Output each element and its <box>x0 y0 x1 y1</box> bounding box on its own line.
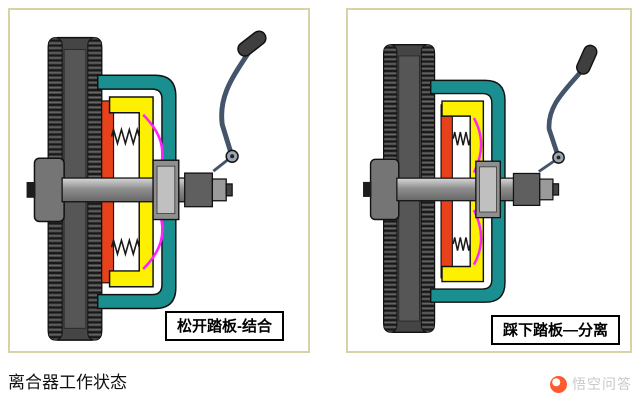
input-shaft <box>396 172 560 207</box>
watermark: 悟空问答 <box>550 374 632 394</box>
clutch-cover <box>430 79 506 303</box>
page-title: 离合器工作状态 <box>8 373 127 392</box>
input-shaft <box>61 172 233 208</box>
pedal-arm <box>546 66 586 155</box>
caption-disengaged: 踩下踏板—分离 <box>490 315 620 345</box>
coil-spring-top <box>110 126 140 147</box>
panel-disengaged: 踩下踏板—分离 <box>346 8 632 353</box>
coil-spring-top <box>452 131 471 146</box>
pedal-arm <box>219 51 251 153</box>
caption-disengaged-label: 踩下踏板—分离 <box>502 322 608 339</box>
coil-spring-bottom <box>110 237 140 258</box>
clutch-disengaged-graphic <box>363 43 598 334</box>
caption-engaged: 松开踏板-结合 <box>165 311 284 341</box>
release-fork <box>538 160 555 173</box>
clutch-engaged-graphic <box>26 30 267 341</box>
pedal-assembly <box>212 30 267 173</box>
pedal-pad <box>237 30 267 57</box>
pedal-assembly <box>538 44 598 173</box>
pedal-pad <box>576 44 598 75</box>
watermark-text: 悟空问答 <box>572 376 632 392</box>
flywheel-hub <box>369 158 400 221</box>
release-fork <box>212 159 229 173</box>
release-bearing <box>475 160 501 219</box>
coil-spring-bottom <box>452 237 471 251</box>
clutch-cover <box>96 74 177 310</box>
watermark-logo-icon <box>550 375 567 393</box>
panel-engaged: 松开踏板-结合 <box>8 8 310 353</box>
flywheel-hub <box>33 157 65 223</box>
release-bearing <box>152 159 180 221</box>
caption-engaged-label: 松开踏板-结合 <box>177 318 272 335</box>
